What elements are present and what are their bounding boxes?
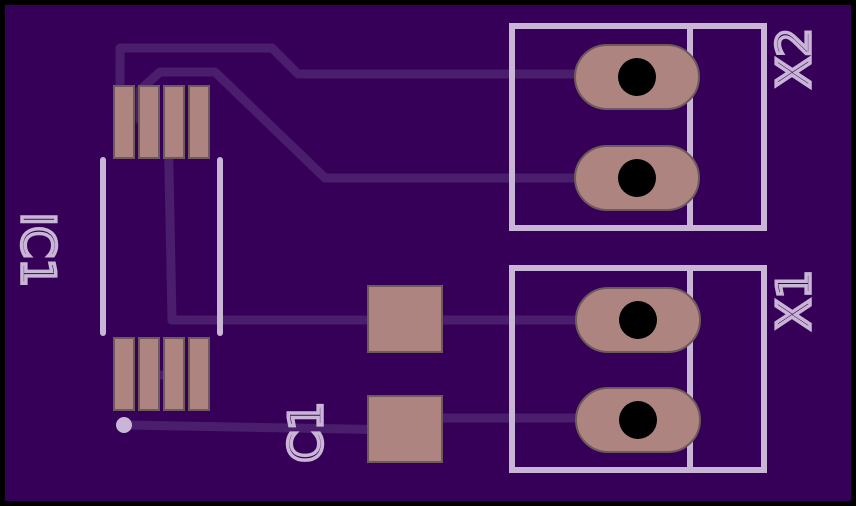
trace-x2-pin1 (115, 43, 600, 125)
x1-pads (575, 287, 701, 453)
x1-drill-2 (619, 401, 657, 439)
x2-drill-1 (618, 58, 656, 96)
ic1-pad-8 (113, 85, 135, 159)
c1-pad-2 (367, 395, 443, 463)
ic1-pad-3 (163, 337, 185, 411)
ic1-pad-1 (113, 337, 135, 411)
x2-pads (574, 44, 700, 211)
trace-ic1-c1-bottom (119, 420, 409, 435)
x1-label: X1 (767, 270, 821, 331)
x1-body (509, 265, 767, 473)
c1-label: C1 (279, 401, 333, 462)
ic1-label: IC1 (11, 213, 65, 288)
ic1-pin1-marker (116, 417, 132, 433)
c1-pad-1 (367, 285, 443, 353)
c1-pads (367, 285, 443, 463)
ic1-pad-7 (138, 85, 160, 159)
trace-ic1-c1 (163, 115, 409, 325)
ic1-outline (100, 157, 223, 336)
ic1-pad-5 (188, 85, 210, 159)
x2-label: X2 (767, 28, 821, 89)
ic1-pads (113, 85, 210, 411)
ic1-pad-2 (138, 337, 160, 411)
ic1-pad-6 (163, 85, 185, 159)
ic1-pad-4 (188, 337, 210, 411)
x2-body (509, 23, 767, 231)
x1-drill-1 (619, 301, 657, 339)
x2-drill-2 (618, 159, 656, 197)
